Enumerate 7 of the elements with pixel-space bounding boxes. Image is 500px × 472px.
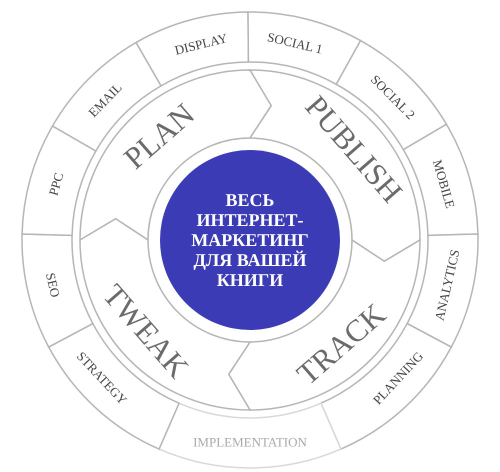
segment-label: DISPLAY xyxy=(174,31,229,57)
segment-label: SOCIAL 1 xyxy=(266,30,324,56)
segment-label: PPC xyxy=(46,171,66,198)
segment-label: IMPLEMENTATION xyxy=(193,436,307,448)
segment-label: SEO xyxy=(44,272,62,299)
segment-label: MOBILE xyxy=(431,158,458,210)
center-title: ВЕСЬ ИНТЕРНЕТ-МАРКЕТИНГ ДЛЯ ВАШЕЙ КНИГИ xyxy=(190,190,309,290)
